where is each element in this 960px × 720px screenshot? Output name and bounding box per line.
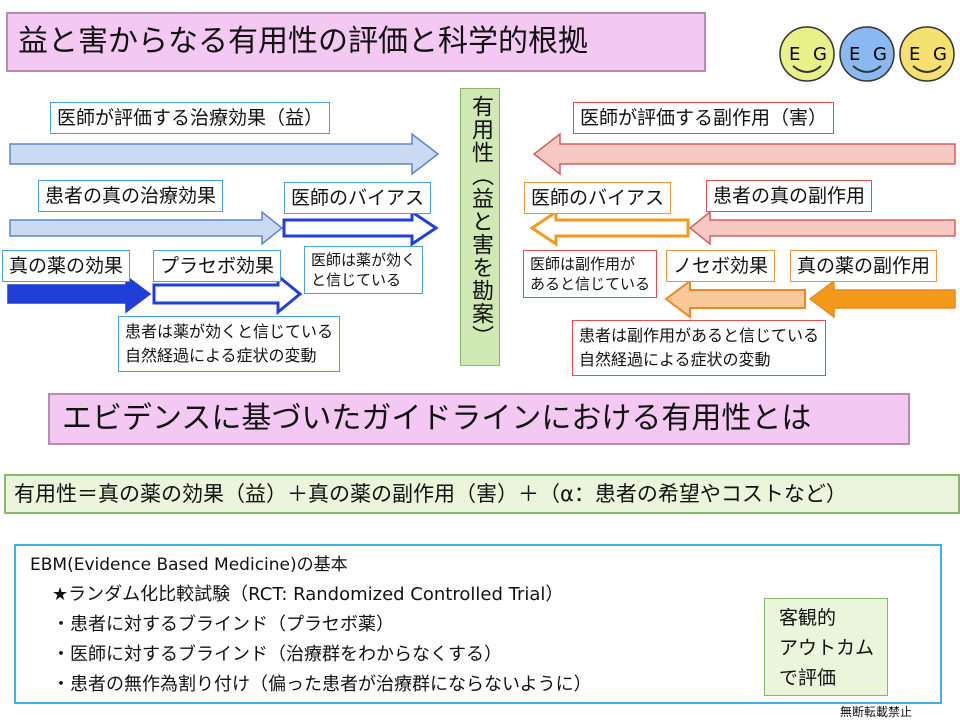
true-drug-effect-label: 真の薬の効果 [2,250,131,282]
doctor-belief-line2: と信じている [311,271,402,289]
patient-true-side-label: 患者の真の副作用 [706,180,873,212]
placebo-arrow [152,272,303,316]
nocebo-effect-label: ノセボ効果 [666,250,776,282]
svg-text:E: E [789,44,800,65]
objective-outcome-box: 客観的 アウトカム で評価 [764,598,888,696]
placebo-effect-label: プラセボ効果 [153,250,282,282]
svg-text:E: E [849,44,860,65]
patient-side-belief-note: 患者は副作用があると信じている 自然経過による症状の変動 [572,320,827,376]
harm-heading: 医師が評価する副作用（害） [573,102,835,134]
svg-text:E: E [909,44,920,65]
usefulness-vertical-label: 有用性（益と害を勘案） [460,88,500,366]
ebm-patient-blind: ・患者に対するブラインド（プラセボ薬） [52,614,394,635]
doctor-bias-label: 医師のバイアス [284,182,432,214]
harm-doctor-bias-arrow [529,209,690,247]
patient-belief-line2: 自然経過による症状の変動 [125,346,317,365]
eg-logo-2: E G [839,26,895,82]
svg-text:G: G [813,44,827,65]
copyright-notice: 無断転載禁止 [840,705,913,719]
doctor-side-belief-line2: あると信じている [530,275,651,293]
patient-belief-note: 患者は薬が効くと信じている 自然経過による症状の変動 [118,316,341,372]
harm-main-arrow [532,132,956,176]
svg-text:G: G [933,44,947,65]
true-side-arrow [808,279,956,319]
usefulness-formula: 有用性＝真の薬の効果（益）＋真の薬の副作用（害）＋（α：患者の希望やコストなど） [4,474,960,514]
benefit-heading: 医師が評価する治療効果（益） [50,102,331,134]
patient-belief-line1: 患者は薬が効くと信じている [125,322,334,341]
outcome-line3: で評価 [779,667,837,689]
harm-patient-arrow [688,210,956,246]
outcome-line1: 客観的 [779,607,837,629]
ebm-randomization: ・患者の無作為割り付け（偏った患者が治療群にならないように） [52,674,592,695]
section-heading: エビデンスに基づいたガイドラインにおける有用性とは [48,393,910,445]
eg-logo-3: E G [899,26,955,82]
slide-title: 益と害からなる有用性の評価と科学的根拠 [6,12,706,72]
harm-doctor-bias-label: 医師のバイアス [524,182,672,214]
nocebo-arrow [664,279,806,319]
logo-group: E G E G E G [779,26,955,82]
ebm-doctor-blind: ・医師に対するブラインド（治療群をわからなくする） [52,644,502,665]
doctor-belief-line1: 医師は薬が効く [311,251,417,269]
patient-side-belief-line2: 自然経過による症状の変動 [579,350,771,369]
doctor-bias-arrow [282,209,439,247]
benefit-patient-arrow [9,210,284,246]
true-drug-arrow [7,274,152,314]
patient-true-effect-label: 患者の真の治療効果 [38,180,224,212]
outcome-line2: アウトカム [779,637,875,659]
true-side-effect-label: 真の薬の副作用 [790,250,938,282]
ebm-title: EBM(Evidence Based Medicine)の基本 [30,555,348,575]
svg-text:G: G [873,44,887,65]
ebm-text: EBM(Evidence Based Medicine)の基本 ★ランダム化比較… [30,550,592,700]
doctor-side-belief-note: 医師は副作用が あると信じている [523,250,658,298]
doctor-side-belief-line1: 医師は副作用が [530,255,636,273]
ebm-rct: ★ランダム化比較試験（RCT: Randomized Controlled Tr… [52,584,564,605]
patient-side-belief-line1: 患者は副作用があると信じている [579,326,820,345]
benefit-main-arrow [9,132,440,176]
eg-logo-1: E G [779,26,835,82]
doctor-belief-note: 医師は薬が効く と信じている [304,246,424,294]
